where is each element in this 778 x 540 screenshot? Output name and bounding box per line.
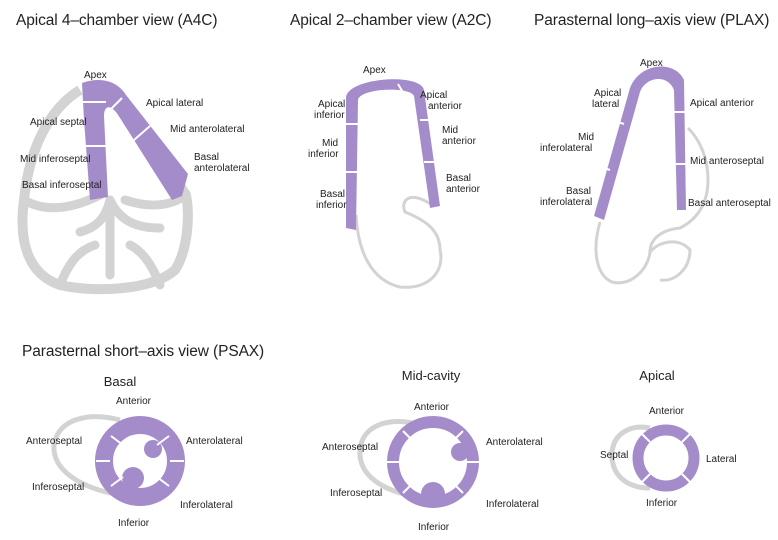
psax-basal-anterior: Anterior [116, 396, 152, 407]
psax-mid-anteroseptal: Anteroseptal [322, 442, 378, 453]
plax-label-basal-anteroseptal: Basal anteroseptal [688, 198, 771, 209]
a4c-label-mid-anterolateral: Mid anterolateral [170, 124, 244, 135]
plax-view: Apex Apical lateral Mid inferolateral Ba… [540, 58, 771, 285]
psax-mid-papillary-1 [451, 443, 469, 461]
plax-valve-gray [648, 240, 692, 282]
psax-apical-inferior: Inferior [646, 498, 678, 509]
a2c-label-apical-anterior: Apical anterior [420, 90, 463, 112]
a4c-title: Apical 4–chamber view (A4C) [16, 12, 218, 29]
a2c-label-mid-inferior: Mid inferior [308, 138, 341, 160]
a2c-label-basal-inferior: Basal inferior [316, 189, 348, 211]
psax-basal-papillary-2 [122, 467, 144, 489]
a4c-view: Apex Apical septal Mid inferoseptal Basa… [17, 70, 250, 295]
psax-apical-ring [632, 424, 700, 492]
psax-mid-heading: Mid-cavity [401, 368, 461, 383]
a4c-septum-gray [19, 190, 191, 290]
a2c-title: Apical 2–chamber view (A2C) [290, 12, 492, 29]
plax-outline [594, 126, 710, 285]
a2c-lv-wall [346, 79, 440, 230]
psax-mid-papillary-2 [421, 482, 445, 506]
a2c-label-apical-inferior: Apical inferior [314, 99, 348, 121]
plax-label-apical-anterior: Apical anterior [690, 98, 755, 109]
psax-mid-rv [357, 419, 421, 500]
a2c-label-apex: Apex [363, 65, 386, 76]
a4c-label-mid-inferoseptal: Mid inferoseptal [20, 154, 91, 165]
plax-label-mid-inferolateral: Mid inferolateral [540, 132, 597, 154]
a4c-label-apical-lateral: Apical lateral [146, 98, 203, 109]
psax-basal-inferoseptal: Inferoseptal [32, 482, 84, 493]
psax-mid-anterolateral: Anterolateral [486, 437, 543, 448]
plax-label-basal-inferolateral: Basal inferolateral [540, 186, 594, 208]
a4c-label-basal-anterolateral: Basal anterolateral [194, 152, 250, 174]
psax-apical-lateral: Lateral [706, 454, 737, 465]
plax-label-apical-lateral: Apical lateral [592, 88, 624, 110]
psax-apical-anterior: Anterior [649, 406, 685, 417]
psax-basal-view: Anterior Anteroseptal Anterolateral Infe… [26, 396, 243, 529]
psax-basal-rv [51, 414, 121, 498]
psax-basal-anterolateral: Anterolateral [186, 436, 243, 447]
psax-mid-view: Anterior Anteroseptal Anterolateral Infe… [322, 402, 543, 533]
plax-lv-wall [594, 66, 686, 221]
a2c-label-mid-anterior: Mid anterior [442, 125, 477, 147]
psax-basal-heading: Basal [103, 374, 137, 389]
a4c-label-basal-inferoseptal: Basal inferoseptal [22, 180, 102, 191]
psax-mid-anterior: Anterior [414, 402, 450, 413]
psax-apical-septal: Septal [600, 450, 628, 461]
a4c-label-apex: Apex [84, 70, 107, 81]
psax-title: Parasternal short–axis view (PSAX) [22, 343, 265, 360]
psax-basal-inferior: Inferior [118, 518, 150, 529]
psax-apical-heading: Apical [639, 368, 675, 383]
plax-title: Parasternal long–axis view (PLAX) [534, 12, 770, 29]
psax-apical-view: Anterior Septal Lateral Inferior [600, 406, 737, 509]
psax-basal-anteroseptal: Anteroseptal [26, 436, 82, 447]
psax-mid-inferolateral: Inferolateral [486, 499, 539, 510]
plax-label-mid-anteroseptal: Mid anteroseptal [690, 156, 764, 167]
psax-basal-inferolateral: Inferolateral [180, 500, 233, 511]
plax-label-apex: Apex [640, 58, 663, 69]
a2c-label-basal-anterior: Basal anterior [446, 173, 481, 195]
a2c-outline [354, 195, 443, 289]
a2c-view: Apex Apical inferior Mid inferior Basal … [308, 65, 481, 289]
a4c-label-apical-septal: Apical septal [30, 117, 87, 128]
psax-mid-inferoseptal: Inferoseptal [330, 488, 382, 499]
psax-mid-inferior: Inferior [418, 522, 450, 533]
psax-apical-rv [609, 424, 651, 491]
